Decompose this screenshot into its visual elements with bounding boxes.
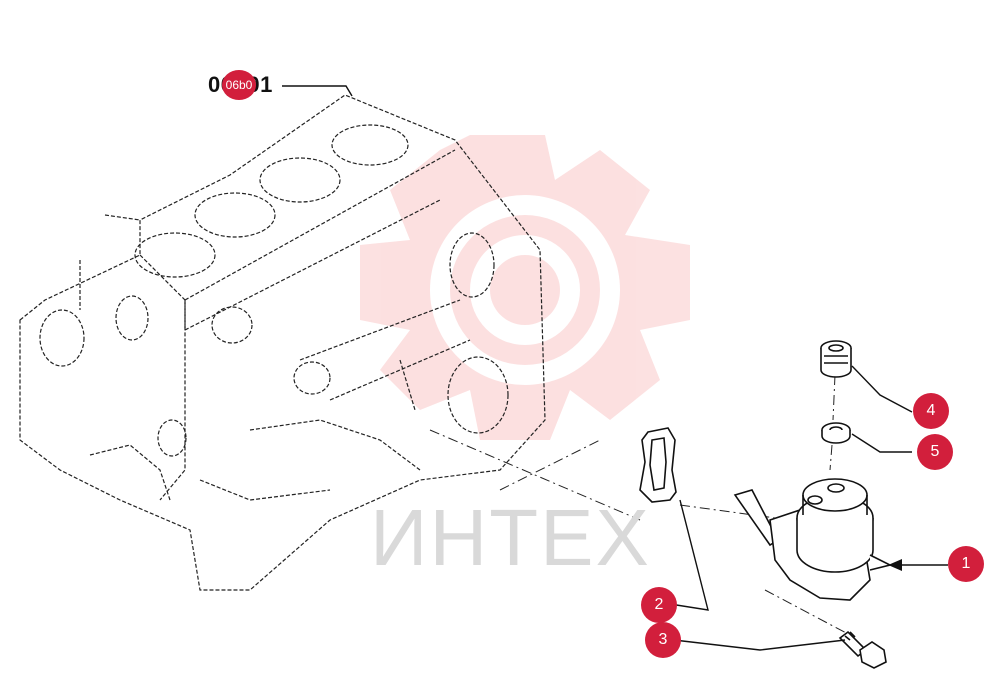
fuel-pump: [733, 478, 893, 601]
callout-4[interactable]: 4: [913, 393, 949, 429]
watermark-text: ИНТЕХ: [370, 493, 651, 582]
washer: [821, 422, 851, 444]
assembly-axis-lines: [429, 374, 851, 636]
callout-1[interactable]: 1: [948, 546, 984, 582]
watermark-gear-icon: [360, 135, 690, 440]
reference-badge: 06b0: [222, 70, 256, 100]
callout-leader-lines: [669, 365, 948, 651]
fitting: [820, 340, 852, 378]
engine-block: [19, 94, 546, 591]
bolt: [838, 630, 887, 669]
callout-2[interactable]: 2: [641, 587, 677, 623]
callout-3[interactable]: 3: [645, 622, 681, 658]
gasket: [639, 427, 677, 503]
reference-leader-line: [282, 85, 353, 97]
arrowhead-icon: [888, 559, 902, 571]
callout-5[interactable]: 5: [917, 434, 953, 470]
